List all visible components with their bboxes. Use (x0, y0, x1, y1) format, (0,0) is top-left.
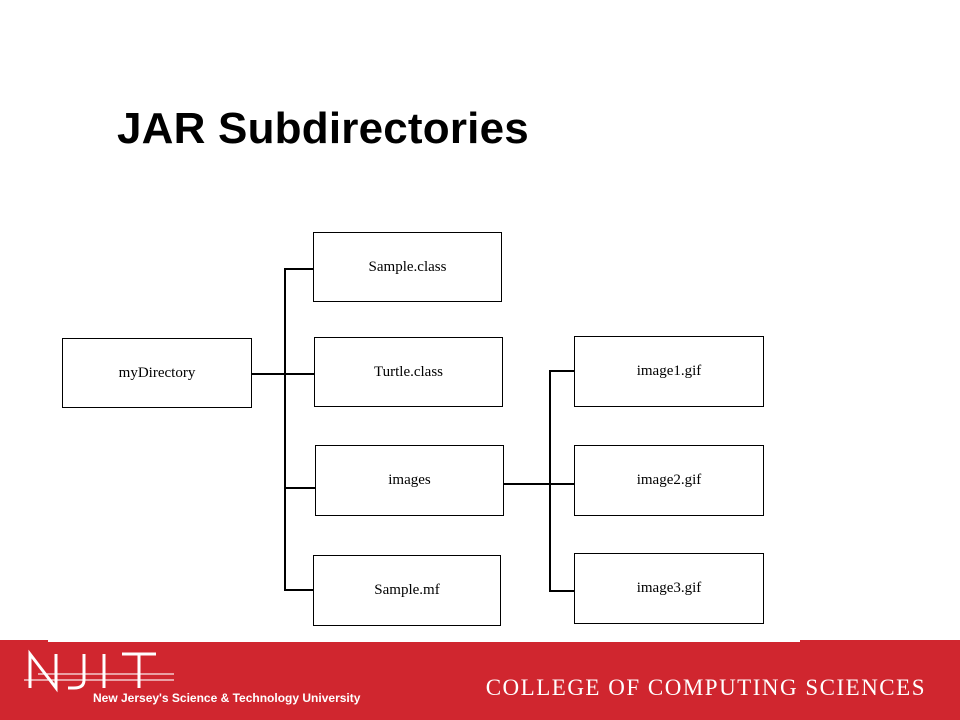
node-mydirectory: myDirectory (62, 338, 252, 408)
node-images: images (315, 445, 504, 516)
connector-images (284, 487, 315, 489)
connector-image2 (549, 483, 575, 485)
trunk-right (549, 370, 551, 591)
connector-turtle-class (284, 373, 315, 375)
diagram-bottom-edge (48, 632, 800, 642)
njit-logo-icon (24, 649, 174, 693)
connector-image1 (549, 370, 575, 372)
connector-sample-mf (284, 589, 314, 591)
node-sample-mf: Sample.mf (313, 555, 501, 626)
university-tagline: New Jersey's Science & Technology Univer… (93, 691, 361, 705)
connector-images-out (503, 483, 550, 485)
connector-sample-class (284, 268, 315, 270)
connector-root (251, 373, 285, 375)
slide-title: JAR Subdirectories (117, 104, 529, 153)
connector-image3 (549, 590, 575, 592)
node-turtle-class: Turtle.class (314, 337, 503, 407)
node-image2: image2.gif (574, 445, 764, 516)
college-name: COLLEGE OF COMPUTING SCIENCES (485, 675, 926, 700)
node-sample-class: Sample.class (313, 232, 502, 302)
node-image3: image3.gif (574, 553, 764, 624)
trunk-left (284, 268, 286, 589)
node-image1: image1.gif (574, 336, 764, 407)
